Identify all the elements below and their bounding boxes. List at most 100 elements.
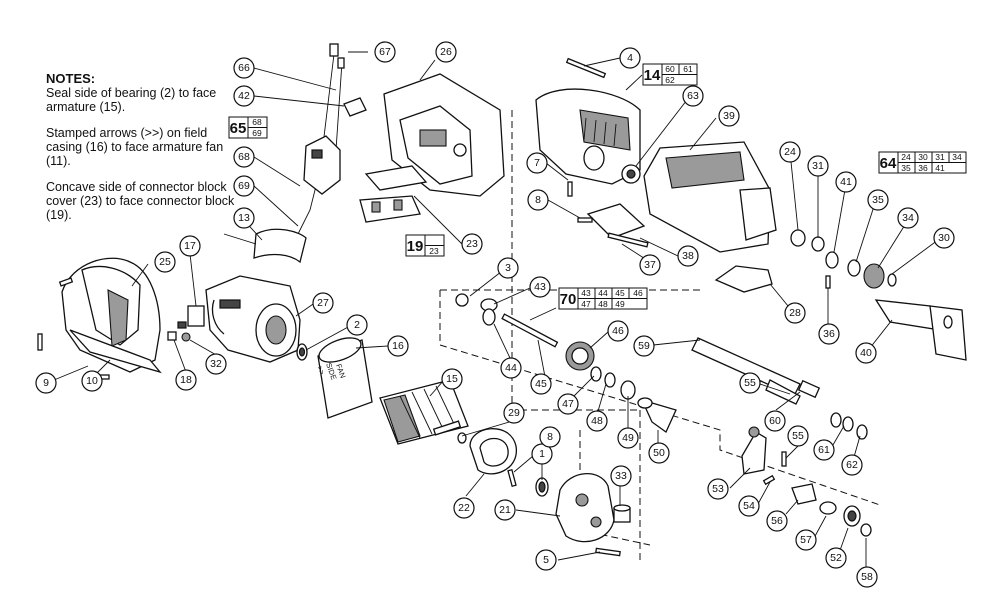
callout-40: 40 [855,342,877,364]
kit-70-sub-48: 48 [598,299,608,309]
svg-text:23: 23 [466,238,478,250]
svg-text:48: 48 [591,415,603,427]
note-bearing: Seal side of bearing (2) to face armatur… [46,86,217,114]
gasket-part [469,428,517,475]
screw-4-part [565,57,607,79]
svg-text:1: 1 [539,448,545,460]
callout-61: 61 [813,439,835,461]
svg-text:54: 54 [743,500,755,512]
callout-50: 50 [648,442,670,464]
svg-text:29: 29 [508,407,520,419]
svg-text:62: 62 [846,459,858,471]
svg-text:16: 16 [392,340,404,352]
pin-36-part [825,275,831,289]
svg-text:66: 66 [238,62,250,74]
svg-text:18: 18 [180,374,192,386]
callout-34: 34 [897,207,919,229]
callout-54: 54 [738,495,760,517]
callout-13: 13 [233,207,255,229]
notes-heading: NOTES: [46,71,96,86]
gearcase-part [535,88,641,185]
kit-65-sub-69: 69 [252,128,262,138]
kit-70-sub-49: 49 [615,299,625,309]
callout-37: 37 [639,254,661,276]
svg-text:5: 5 [543,554,549,566]
callout-55-lower: 55 [787,425,809,447]
callout-5: 5 [535,549,557,571]
callout-63: 63 [682,85,704,107]
callout-9: 9 [35,372,57,394]
svg-text:13: 13 [238,212,250,224]
field-casing-part: FAN SIDE >> [315,337,373,419]
callout-55-upper: 55 [739,372,761,394]
svg-text:47: 47 [562,398,574,410]
handle-housing-part [61,257,162,374]
callout-58: 58 [856,566,878,588]
callout-41: 41 [835,171,857,193]
svg-text:38: 38 [682,250,694,262]
svg-text:52: 52 [830,552,842,564]
callout-31: 31 [807,155,829,177]
kit-64-sub-24: 24 [901,152,911,162]
bearing-1-part [535,477,549,497]
plunger-part [691,337,821,405]
svg-text:44: 44 [505,362,517,374]
svg-text:60: 60 [769,415,781,427]
svg-text:31: 31 [812,160,824,172]
callout-36: 36 [818,323,840,345]
bracket-38-part [577,203,649,248]
svg-text:56: 56 [771,515,783,527]
svg-text:21: 21 [499,504,511,516]
bearing-63-part [621,164,641,184]
lever-28-part [714,265,773,293]
callout-16: 16 [387,335,409,357]
svg-text:22: 22 [458,502,470,514]
svg-text:17: 17 [184,240,196,252]
callout-21: 21 [494,499,516,521]
kit-box-14: 14 60 61 62 [642,63,698,86]
svg-text:8: 8 [547,431,553,443]
switch-part [167,305,205,342]
callout-66: 66 [233,57,255,79]
svg-text:45: 45 [535,378,547,390]
connector-block-part [359,165,428,223]
callout-47: 47 [557,393,579,415]
callout-29: 29 [503,402,525,424]
kit-box-70: 70 43 44 45 46 47 48 49 [558,287,648,310]
svg-text:26: 26 [440,46,452,58]
kit-64-sub-35: 35 [901,163,911,173]
kit-14-main: 14 [644,67,661,84]
kit-64-sub-41: 41 [935,163,945,173]
kit-14-sub-61: 61 [683,64,693,74]
callout-24: 24 [779,141,801,163]
svg-text:27: 27 [317,297,329,309]
fan-side-label-3: >> [315,365,327,377]
svg-text:63: 63 [687,90,699,102]
callout-30: 30 [933,227,955,249]
screw-55-lower-part [781,451,787,467]
plate-56-part [791,483,817,505]
screws-5-8 [507,468,621,557]
kit-70-sub-44: 44 [598,288,608,298]
svg-text:53: 53 [712,483,724,495]
kit-box-19: 19 23 [405,234,445,257]
svg-text:35: 35 [872,194,884,206]
callout-8-lower: 8 [539,426,561,448]
callout-52: 52 [825,547,847,569]
callout-27: 27 [312,292,334,314]
callout-18: 18 [175,369,197,391]
svg-text:33: 33 [615,470,627,482]
screw-54-part [762,474,776,486]
callout-23: 23 [461,233,483,255]
svg-text:10: 10 [86,375,98,387]
callout-35: 35 [867,189,889,211]
svg-text:55: 55 [744,377,756,389]
rings-61-62-part [830,412,868,440]
gear-assembly-70-part [455,293,636,400]
bearing-2-part [296,343,308,361]
kit-14-sub-62: 62 [665,75,675,85]
callout-44: 44 [500,357,522,379]
svg-text:3: 3 [505,262,511,274]
callout-33: 33 [610,465,632,487]
